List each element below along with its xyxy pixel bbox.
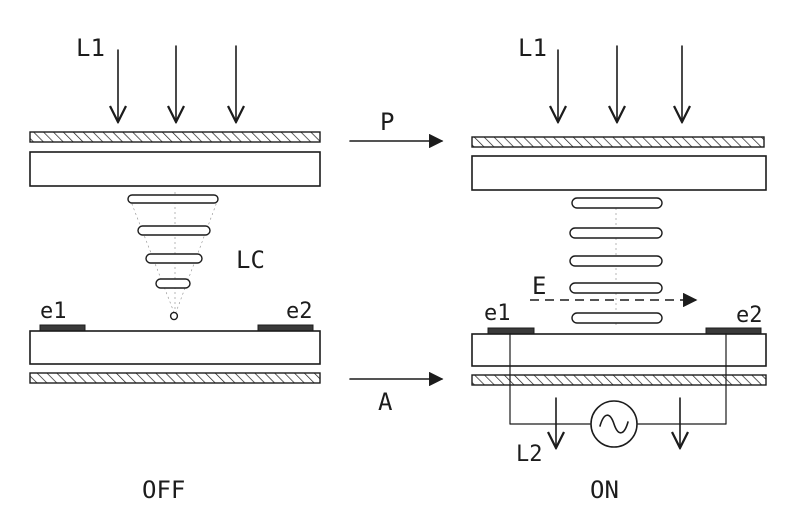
analyzer-label: A: [378, 388, 393, 416]
electrode-2-on: [705, 327, 762, 335]
circuit-wires: [509, 333, 727, 425]
polarizer-label: P: [380, 108, 394, 136]
polarizer-film-off: [29, 131, 321, 143]
electrode-2-off: [257, 324, 314, 332]
incoming-light-arrows-on: [558, 45, 682, 122]
bottom-glass-plate-off: [29, 330, 321, 365]
electric-field-label: E: [532, 272, 546, 300]
electrode-1-on: [487, 327, 535, 335]
state-on-label: ON: [590, 476, 619, 504]
polarizer-film-on: [471, 136, 765, 148]
lc-molecules-twisted: [127, 192, 219, 321]
state-off-label: OFF: [142, 476, 185, 504]
light-in-label-on: L1: [518, 34, 547, 62]
off-cell: L1 LC e1 e2 OFF: [29, 34, 321, 504]
lc-molecules-aligned: [569, 197, 663, 325]
electrode-1-off: [39, 324, 86, 332]
electrode-2-label-on: e2: [736, 303, 763, 328]
on-cell: L1 E e1 e2: [471, 34, 767, 504]
electrode-1-label-on: e1: [484, 301, 511, 326]
analyzer-film-off: [29, 372, 321, 384]
electrode-2-label-off: e2: [286, 299, 313, 324]
bottom-glass-plate-on: [471, 333, 767, 367]
light-out-label: L2: [516, 442, 543, 467]
electrode-1-label-off: e1: [40, 299, 67, 324]
liquid-crystal-label: LC: [236, 246, 265, 274]
analyzer-film-on: [471, 374, 767, 386]
ac-source-icon: [590, 400, 638, 448]
incoming-light-arrows-off: [118, 45, 236, 122]
top-glass-plate-off: [29, 151, 321, 187]
light-in-label-off: L1: [76, 34, 105, 62]
top-glass-plate-on: [471, 155, 767, 191]
outgoing-light-arrows: [556, 397, 680, 448]
